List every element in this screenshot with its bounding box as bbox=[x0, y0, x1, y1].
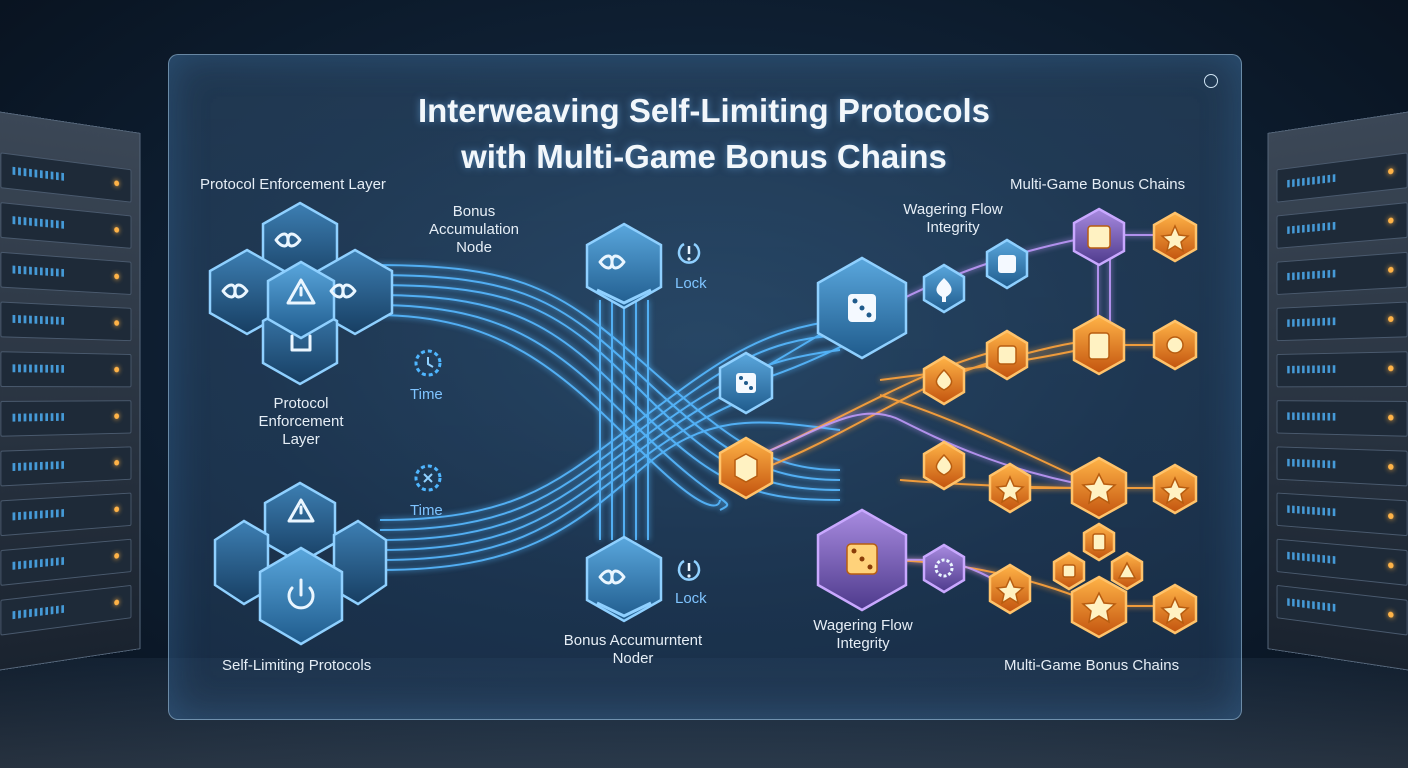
infinity-icon bbox=[274, 232, 302, 248]
flower-icon bbox=[934, 558, 954, 578]
power-icon bbox=[287, 578, 315, 610]
star-node-right-1 bbox=[1152, 211, 1198, 263]
label-chains-bottom: Multi-Game Bonus Chains bbox=[1004, 657, 1180, 674]
cube-icon bbox=[734, 453, 758, 483]
label-wagering-bottom: Wagering Flow Integrity bbox=[813, 617, 913, 652]
label-bonus-node-bottom: Bonus Accumurntent Noder bbox=[563, 632, 703, 667]
star-icon bbox=[1081, 472, 1117, 505]
wagering-node-bottom bbox=[816, 508, 908, 612]
star-node-big bbox=[1070, 456, 1128, 520]
label-lock-top: Lock bbox=[675, 275, 707, 292]
label-protocol-layer-mid: Protocol Enforcement Layer bbox=[258, 395, 344, 448]
infinity-icon bbox=[329, 283, 357, 299]
timer-icon bbox=[414, 349, 442, 377]
infinity-icon bbox=[221, 283, 249, 299]
dice-icon bbox=[997, 345, 1017, 365]
lock-icon bbox=[677, 559, 701, 581]
label-lock-bottom: Lock bbox=[675, 590, 707, 607]
title-line-1: Interweaving Self-Limiting Protocols bbox=[417, 92, 991, 129]
flower-node bbox=[922, 543, 966, 594]
spade-icon bbox=[935, 368, 953, 391]
warning-icon bbox=[286, 278, 316, 305]
bracket-icon bbox=[290, 334, 312, 352]
warning-icon bbox=[287, 498, 315, 523]
wagering-node-top bbox=[816, 256, 908, 360]
spade-node-orange bbox=[922, 355, 966, 406]
label-bonus-node-top: Bonus Accumulation Node bbox=[428, 203, 520, 256]
connection-lines bbox=[374, 234, 1175, 607]
dice-node-small bbox=[985, 238, 1029, 290]
star-icon bbox=[1160, 596, 1190, 625]
infinity-icon bbox=[598, 254, 626, 270]
label-wagering-top: Wagering Flow Integrity bbox=[903, 201, 1003, 236]
protocol-cluster-top bbox=[208, 201, 394, 386]
star-node-right-2 bbox=[1152, 463, 1198, 515]
dice-node-blue bbox=[718, 351, 774, 415]
spade-node-orange-2 bbox=[922, 440, 966, 491]
glass-panel bbox=[168, 54, 1242, 720]
self-limiting-cluster bbox=[213, 481, 388, 646]
star-node-orange bbox=[988, 462, 1032, 514]
spade-icon bbox=[936, 278, 952, 302]
lock-icon bbox=[677, 242, 701, 264]
star-icon bbox=[1160, 224, 1190, 253]
dice-icon bbox=[998, 255, 1016, 273]
card-icon bbox=[1092, 533, 1106, 551]
dice-node-purple bbox=[1072, 207, 1126, 267]
spade-node bbox=[922, 263, 966, 314]
dice-icon bbox=[736, 373, 756, 393]
label-time-top: Time bbox=[410, 386, 443, 403]
bonus-node-bottom bbox=[585, 535, 663, 623]
floor bbox=[0, 658, 1408, 768]
star-node-big-2 bbox=[1070, 575, 1128, 639]
warning-icon bbox=[1117, 561, 1137, 579]
cube-node-orange bbox=[718, 436, 774, 500]
diagram-title: Interweaving Self-Limiting Protocols wit… bbox=[300, 88, 1108, 180]
timer-icon bbox=[414, 464, 442, 492]
star-icon bbox=[1160, 476, 1190, 505]
label-time-bottom: Time bbox=[410, 502, 443, 519]
title-line-2: with Multi-Game Bonus Chains bbox=[461, 138, 947, 175]
star-node-right-3 bbox=[1152, 583, 1198, 635]
star-icon bbox=[995, 576, 1025, 605]
star-icon bbox=[995, 475, 1025, 504]
card-icon bbox=[1088, 332, 1110, 360]
label-chains-top: Multi-Game Bonus Chains bbox=[1010, 176, 1186, 193]
panel-corner-button[interactable] bbox=[1204, 74, 1218, 88]
dice-icon bbox=[1087, 225, 1111, 249]
star-icon bbox=[1081, 591, 1117, 624]
dice-icon bbox=[848, 294, 876, 322]
mini-cluster bbox=[1052, 522, 1144, 591]
dice-icon bbox=[846, 543, 878, 575]
infinity-icon bbox=[598, 569, 626, 585]
flower-node-orange bbox=[1152, 319, 1198, 371]
card-node-orange bbox=[1072, 314, 1126, 376]
star-node-orange-2 bbox=[988, 563, 1032, 615]
dice-icon bbox=[1062, 564, 1076, 578]
dice-node-orange bbox=[985, 329, 1029, 381]
spade-icon bbox=[935, 453, 953, 476]
flower-icon bbox=[1166, 336, 1184, 354]
bonus-node-top bbox=[585, 222, 663, 310]
label-self-limiting: Self-Limiting Protocols bbox=[222, 657, 372, 674]
label-protocol-layer-top: Protocol Enforcement Layer bbox=[200, 176, 386, 193]
